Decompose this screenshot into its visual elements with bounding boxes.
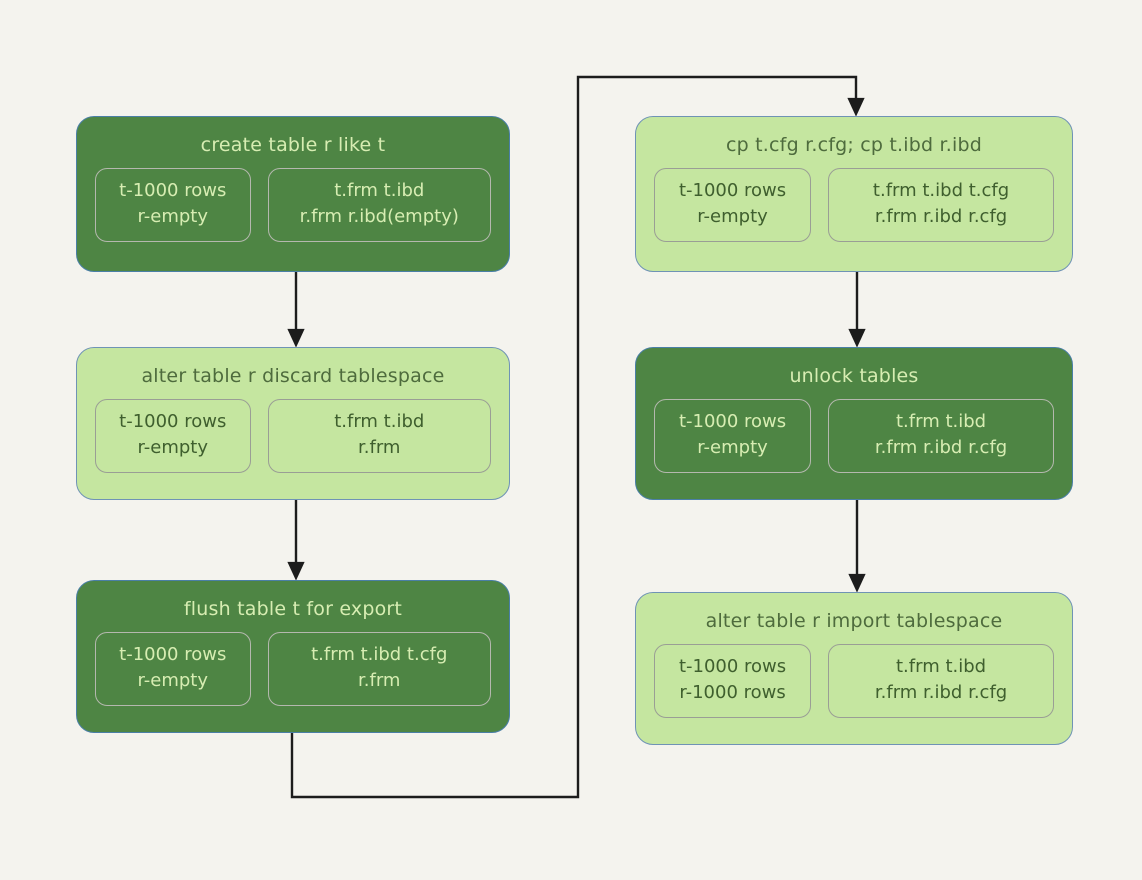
state-line: r-empty	[137, 670, 209, 692]
files-pill: t.frm t.ibd r.frm r.ibd r.cfg	[828, 644, 1054, 719]
pill-row: t-1000 rows r-empty t.frm t.ibd r.frm	[77, 399, 509, 491]
edge-flush-to-copy	[290, 75, 865, 799]
pill-row: t-1000 rows r-empty t.frm t.ibd t.cfg r.…	[77, 632, 509, 724]
table-state-pill: t-1000 rows r-empty	[654, 399, 812, 474]
state-line: r-empty	[137, 206, 209, 228]
node-title: alter table r discard tablespace	[141, 365, 445, 387]
state-line: r-1000 rows	[679, 682, 786, 704]
table-state-pill: t-1000 rows r-empty	[654, 168, 812, 243]
node-create-table[interactable]: create table r like t t-1000 rows r-empt…	[76, 116, 510, 272]
node-copy-files[interactable]: cp t.cfg r.cfg; cp t.ibd r.ibd t-1000 ro…	[635, 116, 1073, 272]
pill-row: t-1000 rows r-1000 rows t.frm t.ibd r.fr…	[636, 644, 1072, 736]
node-discard-tablespace[interactable]: alter table r discard tablespace t-1000 …	[76, 347, 510, 500]
state-line: r-empty	[697, 206, 768, 228]
files-line: t.frm t.ibd	[334, 180, 425, 201]
state-line: t-1000 rows	[119, 180, 227, 201]
files-line: t.frm t.ibd	[334, 411, 425, 432]
state-line: t-1000 rows	[678, 180, 787, 201]
node-title: create table r like t	[200, 134, 386, 156]
files-line: t.frm t.ibd t.cfg	[311, 644, 448, 665]
state-line: t-1000 rows	[678, 411, 787, 432]
files-pill: t.frm t.ibd r.frm r.ibd(empty)	[267, 168, 491, 243]
files-line: r.frm	[358, 670, 401, 692]
files-line: t.frm t.ibd	[896, 411, 987, 432]
table-state-pill: t-1000 rows r-1000 rows	[654, 644, 812, 719]
files-line: t.frm t.ibd	[896, 656, 987, 677]
node-title: cp t.cfg r.cfg; cp t.ibd r.ibd	[726, 134, 982, 156]
state-line: t-1000 rows	[119, 644, 227, 665]
files-line: r.frm r.ibd r.cfg	[874, 206, 1008, 228]
files-line: t.frm t.ibd t.cfg	[872, 180, 1010, 201]
state-line: t-1000 rows	[119, 411, 227, 432]
pill-row: t-1000 rows r-empty t.frm t.ibd r.frm r.…	[636, 399, 1072, 491]
table-state-pill: t-1000 rows r-empty	[95, 168, 251, 243]
files-line: r.frm	[358, 437, 401, 459]
state-line: r-empty	[697, 437, 768, 459]
node-title: flush table t for export	[183, 598, 403, 620]
pill-row: t-1000 rows r-empty t.frm t.ibd r.frm r.…	[77, 168, 509, 260]
files-line: r.frm r.ibd(empty)	[299, 206, 459, 228]
node-title: alter table r import tablespace	[705, 610, 1003, 632]
files-pill: t.frm t.ibd r.frm	[267, 399, 491, 474]
state-line: t-1000 rows	[678, 656, 787, 677]
table-state-pill: t-1000 rows r-empty	[95, 632, 251, 707]
node-import-tablespace[interactable]: alter table r import tablespace t-1000 r…	[635, 592, 1073, 745]
node-unlock-tables[interactable]: unlock tables t-1000 rows r-empty t.frm …	[635, 347, 1073, 500]
files-pill: t.frm t.ibd t.cfg r.frm r.ibd r.cfg	[828, 168, 1054, 243]
pill-row: t-1000 rows r-empty t.frm t.ibd t.cfg r.…	[636, 168, 1072, 260]
files-pill: t.frm t.ibd t.cfg r.frm	[267, 632, 491, 707]
table-state-pill: t-1000 rows r-empty	[95, 399, 251, 474]
files-line: r.frm r.ibd r.cfg	[874, 437, 1008, 459]
files-line: r.frm r.ibd r.cfg	[874, 682, 1008, 704]
node-title: unlock tables	[789, 365, 919, 387]
state-line: r-empty	[137, 437, 209, 459]
node-flush-export[interactable]: flush table t for export t-1000 rows r-e…	[76, 580, 510, 733]
files-pill: t.frm t.ibd r.frm r.ibd r.cfg	[828, 399, 1054, 474]
